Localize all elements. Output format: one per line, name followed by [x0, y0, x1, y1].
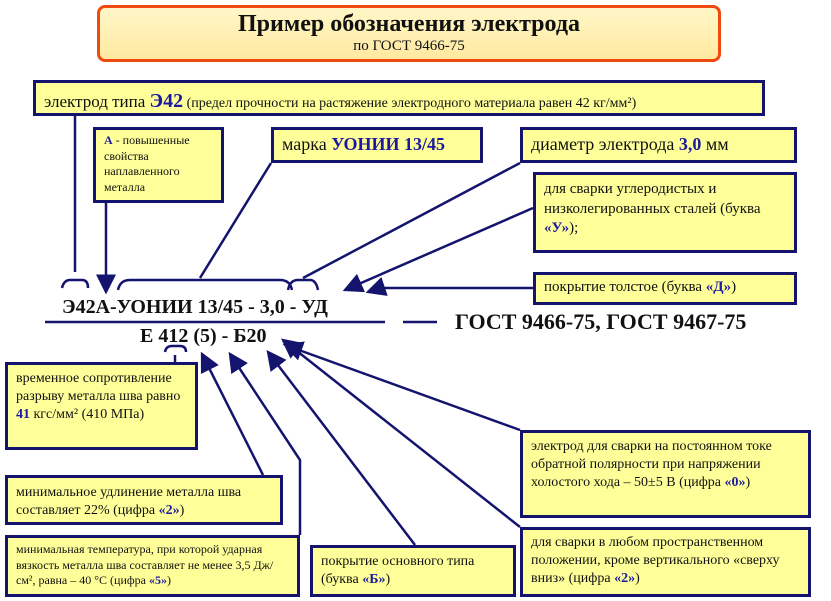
code: «У»	[544, 220, 570, 236]
coating-box: покрытие толстое (буква «Д»)	[533, 272, 797, 305]
strength-bracket	[163, 344, 188, 362]
position-box: для сварки в любом пространственном поло…	[520, 527, 811, 597]
pos-arrow	[281, 338, 521, 528]
elong-arrow	[200, 351, 265, 476]
code: 41	[16, 407, 30, 423]
text: )	[385, 572, 391, 588]
temperature-box: минимальная температура, при которой уда…	[5, 535, 300, 597]
diam-bracket	[286, 161, 521, 291]
text: диаметр электрода	[531, 134, 679, 154]
code: А	[104, 133, 113, 147]
text: (предел прочности на растяжение электрод…	[183, 96, 637, 111]
dc-arrow	[282, 341, 521, 432]
code: УОНИИ 13/45	[331, 134, 446, 154]
text: )	[635, 571, 640, 587]
current-box: электрод для сварки на постоянном токе о…	[520, 430, 811, 518]
text: для сварки в любом пространственном поло…	[531, 535, 780, 587]
brand-box: марка УОНИИ 13/45	[271, 127, 483, 163]
text: кгс/мм² (410 МПа)	[30, 407, 145, 423]
code: «2»	[158, 503, 180, 519]
text: электрод типа	[44, 92, 150, 111]
text: минимальная температура, при которой уда…	[16, 542, 274, 588]
gost-reference: ГОСТ 9466-75, ГОСТ 9467-75	[455, 309, 747, 334]
steel-box: для сварки углеродистых и низколегирован…	[533, 172, 797, 253]
text: )	[731, 279, 737, 295]
title: Пример обозначения электрода	[238, 11, 580, 37]
text: марка	[282, 134, 332, 154]
coat-arrow	[365, 276, 533, 296]
subtitle: по ГОСТ 9466-75	[353, 38, 465, 54]
code: «5»	[149, 573, 168, 588]
formula-bottom: Е 412 (5) - Б20	[140, 325, 267, 347]
formula-top: Э42А-УОНИИ 13/45 - 3,0 - УД	[62, 296, 328, 318]
basic-coating-box: покрытие основного типа (буква «Б»)	[310, 545, 516, 597]
steel-arrow	[342, 206, 534, 293]
text: )	[179, 503, 185, 519]
code: «2»	[614, 571, 636, 587]
type-box: электрод типа Э42 (предел прочности на р…	[33, 80, 765, 116]
text: минимальное удлинение металла шва состав…	[16, 485, 242, 519]
code: 3,0	[678, 134, 702, 154]
text: временное сопротивление разрыву металла …	[16, 371, 181, 405]
type-bracket	[60, 116, 90, 289]
text: )	[745, 475, 751, 491]
elongation-box: минимальное удлинение металла шва состав…	[5, 475, 283, 525]
text: - повышенные свойства наплавленного мета…	[104, 133, 190, 194]
text: покрытие толстое (буква	[544, 279, 706, 295]
text: )	[167, 573, 172, 588]
strength-box: временное сопротивление разрыву металла …	[5, 362, 198, 450]
code: «Б»	[362, 572, 386, 588]
text: );	[569, 220, 579, 236]
temp-arrow	[228, 351, 302, 535]
code: «Д»	[705, 279, 732, 295]
code: Э42	[149, 90, 184, 112]
text: для сварки углеродистых и низколегирован…	[544, 181, 761, 217]
text: мм	[701, 134, 729, 154]
code: «0»	[724, 475, 746, 491]
text: покрытие основного типа (буква	[321, 554, 475, 588]
a-box: А - повышенные свойства наплавленного ме…	[93, 127, 224, 203]
title-banner: Пример обозначения электрода по ГОСТ 946…	[97, 5, 721, 62]
text: электрод для сварки на постоянном токе о…	[531, 439, 772, 491]
diameter-box: диаметр электрода 3,0 мм	[520, 127, 797, 163]
basic-arrow	[266, 350, 416, 546]
